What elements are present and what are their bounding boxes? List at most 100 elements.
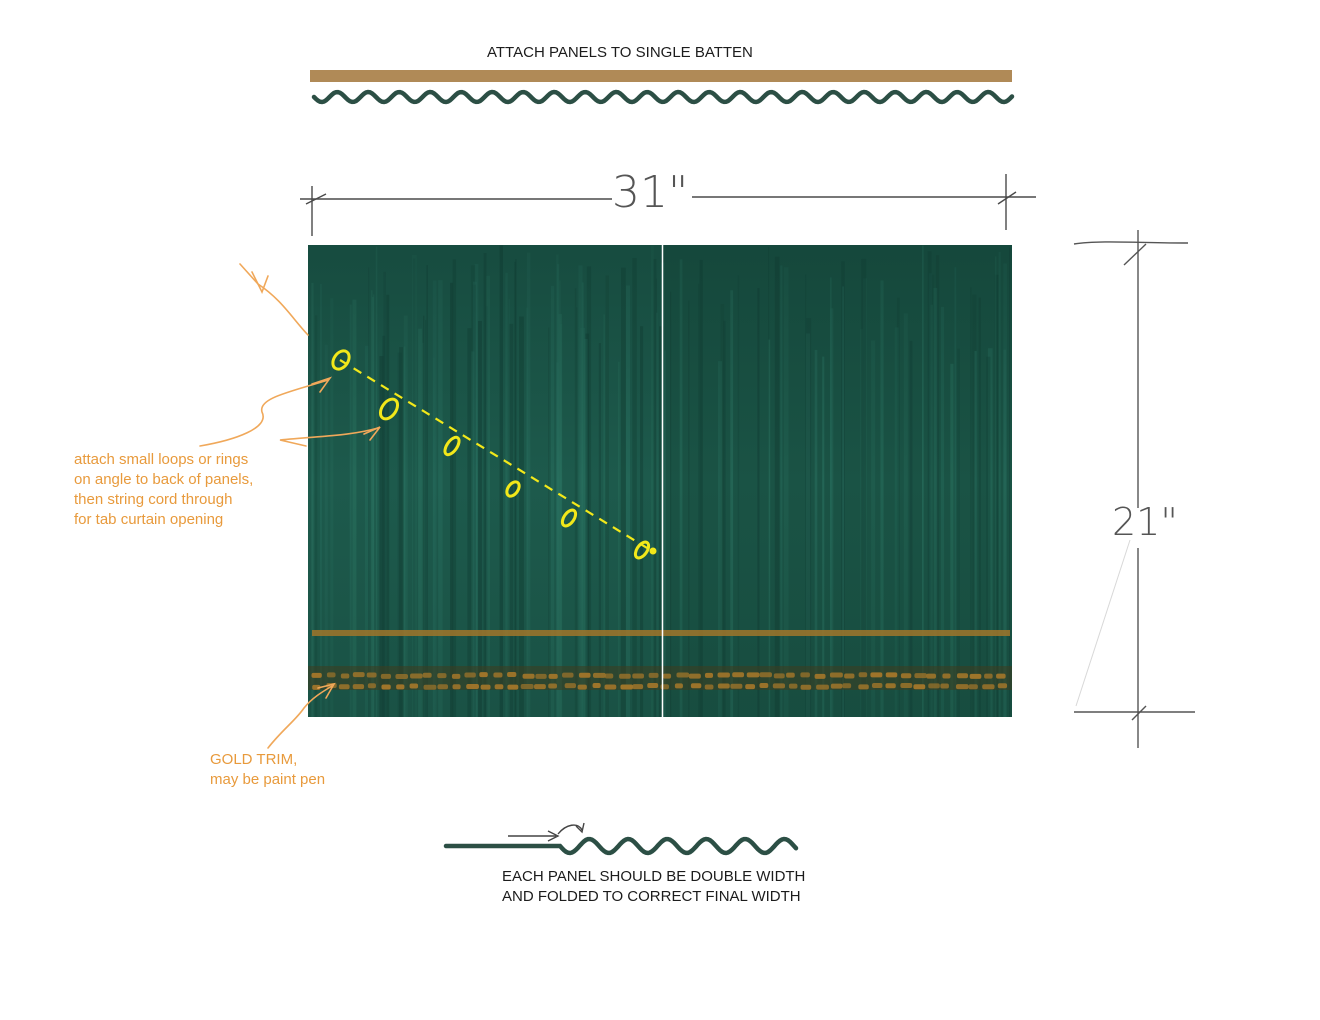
- loops-note-line: on angle to back of panels,: [74, 471, 254, 488]
- loops-note-line: then string cord through: [74, 491, 233, 508]
- gold-trim-mark: [437, 684, 449, 690]
- gold-trim-mark: [788, 683, 798, 689]
- gold-trim-mark: [422, 672, 432, 678]
- gold-trim-thin: [312, 630, 1010, 636]
- gold-trim-mark: [604, 673, 614, 679]
- gold-trim-wide: [311, 672, 1008, 690]
- gold-trim-mark: [704, 672, 714, 678]
- gold-trim-mark: [814, 673, 826, 679]
- gold-trim-mark: [604, 684, 617, 690]
- fold-wave-icon: [443, 836, 799, 856]
- gold-trim-mark: [395, 673, 409, 679]
- batten-bar-icon: [310, 70, 1012, 82]
- gold-trim-mark: [900, 683, 913, 689]
- gold-trim-mark: [746, 672, 760, 678]
- width-dimension-label: 31": [612, 167, 689, 218]
- gold-trim-mark: [577, 684, 587, 690]
- loops-note: attach small loops or rings on angle to …: [74, 450, 253, 530]
- arrow-icon: [199, 263, 381, 749]
- fold-note: EACH PANEL SHOULD BE DOUBLE WIDTH AND FO…: [502, 867, 805, 907]
- gold-trim-mark: [423, 684, 437, 690]
- gold-trim-mark: [647, 683, 659, 689]
- height-dimension-label: 21": [1112, 500, 1178, 544]
- gold-trim-mark: [632, 684, 644, 690]
- gold-trim-mark: [928, 683, 940, 689]
- fold-arrow-icon: [508, 822, 585, 842]
- gold-trim-mark: [913, 684, 926, 690]
- gold-trim-mark: [940, 683, 949, 689]
- height-dimension-line: [1073, 230, 1195, 748]
- gold-trim-mark: [437, 673, 447, 679]
- width-dimension-line: [300, 174, 1036, 236]
- fold-note-line: AND FOLDED TO CORRECT FINAL WIDTH: [502, 888, 801, 905]
- gold-trim-mark: [730, 683, 743, 689]
- gold-trim-mark: [662, 673, 672, 679]
- loops-note-line: for tab curtain opening: [74, 511, 224, 528]
- gold-trim-mark: [830, 683, 843, 689]
- gold-trim-mark: [870, 672, 883, 678]
- gold-trim-mark: [914, 673, 927, 679]
- gold-trim-mark: [352, 684, 365, 690]
- gold-trim-mark: [926, 673, 937, 679]
- gold-trim-mark: [773, 673, 785, 679]
- gold-trim-mark: [338, 684, 350, 690]
- gold-trim-mark: [772, 683, 786, 689]
- gold-trim-mark: [997, 683, 1008, 689]
- gold-trim-mark: [410, 673, 423, 679]
- trim-note: GOLD TRIM, may be paint pen: [210, 750, 325, 790]
- gold-trim-mark: [660, 684, 669, 690]
- gold-trim-mark: [690, 683, 702, 689]
- gold-trim-mark: [956, 673, 969, 679]
- gold-trim-mark: [982, 684, 995, 690]
- gold-trim-mark: [816, 684, 829, 690]
- gold-trim-mark: [969, 673, 982, 679]
- trim-note-line: may be paint pen: [210, 771, 326, 788]
- gold-trim-mark: [688, 673, 701, 679]
- gold-trim-mark: [704, 684, 714, 690]
- gold-trim-mark: [452, 684, 461, 690]
- gold-trim-mark: [885, 672, 898, 678]
- cord-line: [339, 359, 653, 552]
- gold-trim-mark: [396, 684, 405, 690]
- gold-trim-mark: [619, 673, 631, 679]
- gold-trim-mark: [535, 673, 547, 679]
- gold-trim-mark: [507, 684, 519, 690]
- gold-trim-mark: [620, 684, 634, 690]
- gold-trim-mark: [464, 672, 476, 678]
- trim-note-line: GOLD TRIM,: [210, 751, 298, 768]
- gold-trim-mark: [871, 683, 883, 689]
- gold-trim-mark: [534, 684, 546, 690]
- gold-trim-mark: [592, 683, 601, 689]
- gold-trim-mark: [648, 672, 659, 678]
- gold-trim-mark: [885, 683, 896, 689]
- gold-trim-mark: [732, 672, 745, 678]
- gold-trim-mark: [829, 672, 843, 678]
- gold-trim-mark: [844, 673, 855, 679]
- gold-trim-mark: [578, 672, 591, 678]
- gold-trim-mark: [562, 672, 574, 678]
- gold-trim-mark: [984, 673, 993, 679]
- ring-icon: [331, 349, 651, 560]
- gold-trim-mark: [842, 683, 852, 689]
- gold-trim-mark: [968, 684, 978, 690]
- gold-trim-mark: [548, 673, 558, 679]
- gold-trim-mark: [800, 672, 810, 678]
- gold-trim-mark: [900, 673, 912, 679]
- batten-note: ATTACH PANELS TO SINGLE BATTEN: [487, 44, 753, 61]
- gold-trim-mark: [381, 684, 391, 690]
- gold-trim-mark: [674, 683, 683, 689]
- gold-trim-mark: [564, 683, 576, 689]
- gold-trim-mark: [717, 672, 730, 678]
- loops-note-line: attach small loops or rings: [74, 451, 249, 468]
- gold-trim-mark: [858, 684, 869, 690]
- gold-trim-mark: [480, 684, 491, 690]
- gold-trim-mark: [451, 673, 461, 679]
- gold-trim-mark: [676, 672, 690, 678]
- gold-trim-mark: [632, 673, 644, 679]
- gold-trim-mark: [548, 683, 557, 689]
- gold-trim-mark: [996, 673, 1006, 679]
- fold-note-line: EACH PANEL SHOULD BE DOUBLE WIDTH: [502, 868, 806, 885]
- gold-trim-mark: [800, 684, 812, 690]
- gold-trim-mark: [858, 672, 868, 678]
